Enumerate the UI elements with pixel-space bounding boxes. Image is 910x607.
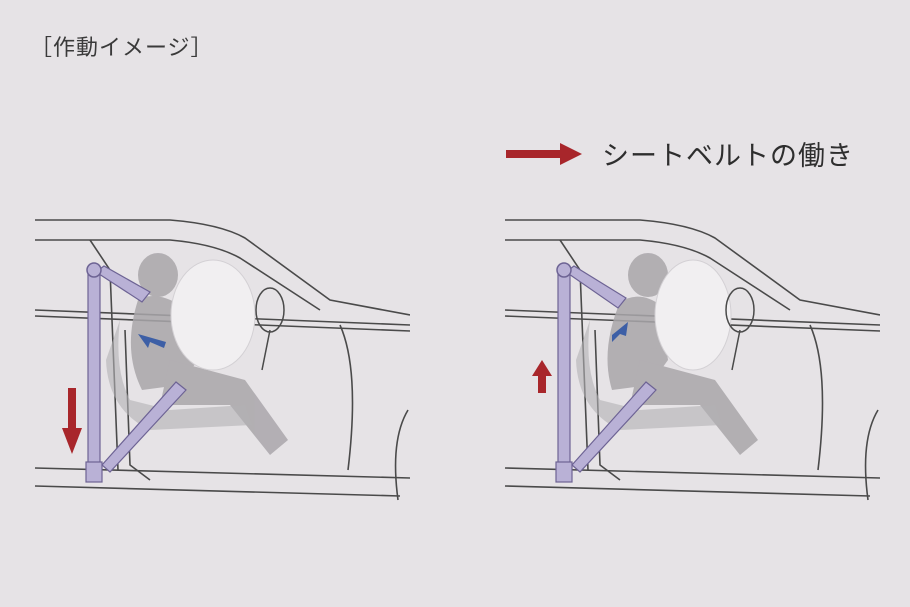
steering-wheel: [255, 287, 285, 371]
legend-label: シートベルトの働き: [602, 141, 854, 172]
panel-after: [500, 210, 880, 510]
panel-before: [30, 210, 410, 510]
body-motion-arrow-icon: [138, 334, 166, 348]
legend: シートベルトの働き: [506, 134, 854, 173]
airbag: [654, 259, 732, 371]
seat: [576, 320, 722, 430]
seat-belt: [85, 262, 187, 483]
belt-force-up-arrow-icon: [532, 360, 552, 393]
legend-arrow-icon: [506, 142, 582, 165]
car-illustration: [504, 219, 880, 501]
diagram-caption: ［作動イメージ］: [30, 36, 214, 61]
body-motion-arrow-icon: [612, 322, 628, 342]
seat: [106, 320, 252, 430]
steering-wheel: [725, 287, 755, 371]
airbag: [170, 259, 256, 371]
car-illustration: [34, 219, 410, 501]
seat-belt: [555, 262, 657, 483]
belt-force-down-arrow-icon: [62, 388, 82, 454]
